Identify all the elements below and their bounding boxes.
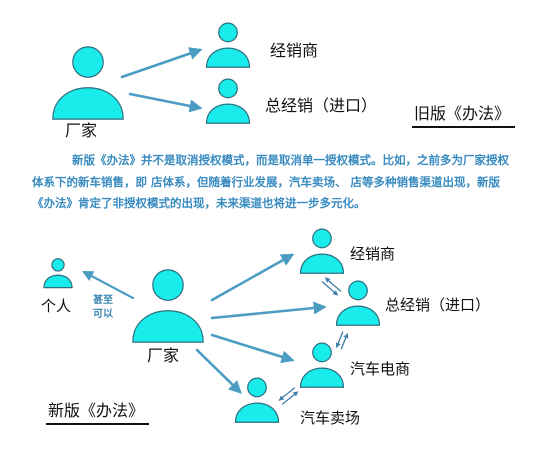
- new-individual-person-body: [43, 274, 73, 289]
- swap-ecommerce-automall-back: [281, 391, 299, 405]
- new-ecommerce-person-body: [299, 367, 345, 388]
- new-arrow-to-general-distributor: [210, 301, 327, 320]
- new-ecommerce-person: [299, 342, 345, 388]
- new-arrow-to-individual: [82, 270, 135, 300]
- old-channel-general-distributor-label: 总经销（进口）: [265, 96, 378, 115]
- new-individual-person: [43, 258, 73, 289]
- new-channel-ecommerce-label: 汽车电商: [350, 360, 411, 378]
- new-dealer-person: [299, 228, 345, 274]
- new-manufacturer-person: [132, 269, 204, 343]
- new-dealer-person-body: [299, 253, 345, 274]
- old-arrow-to-dealer: [120, 47, 203, 79]
- new-version-title: 新版《办法》: [48, 401, 145, 420]
- new-title-underline: [46, 423, 149, 425]
- new-individual-person-head: [51, 258, 65, 272]
- swap-general-ecommerce-forward: [335, 331, 344, 349]
- swap-general-ecommerce-back: [340, 332, 349, 350]
- new-manufacturer-person-body: [132, 310, 204, 343]
- old-channel-dealer-label: 经销商: [270, 41, 319, 60]
- old-dealer-person-body: [205, 47, 251, 68]
- individual-note: 甚至 可以: [88, 294, 118, 322]
- new-ecommerce-person-head: [312, 342, 332, 363]
- old-arrow-to-general-distributor: [128, 92, 203, 113]
- new-arrow-to-dealer: [210, 253, 295, 302]
- old-version-title: 旧版《办法》: [414, 104, 511, 123]
- new-manufacturer-person-head: [152, 269, 184, 301]
- new-dealer-person-head: [312, 228, 332, 249]
- new-individual-label: 个人: [41, 297, 72, 315]
- swap-dealer-general-forward: [321, 281, 339, 296]
- new-channel-dealer-label: 经销商: [350, 245, 396, 263]
- old-general-distributor-person: [205, 78, 251, 124]
- new-manufacturer-label: 厂家: [147, 346, 180, 365]
- new-channel-auto-mall-label: 汽车卖场: [300, 409, 361, 427]
- swap-ecommerce-automall-forward: [278, 387, 296, 401]
- description-paragraph: 新版《办法》并不是取消授权模式，而是取消单一授权模式。比如，之前多为厂家授权体系…: [32, 153, 509, 210]
- old-manufacturer-person-body: [52, 87, 124, 120]
- new-channel-general-distributor-label: 总经销（进口）: [385, 296, 491, 314]
- old-general-distributor-person-body: [205, 103, 251, 124]
- old-manufacturer-person-head: [72, 46, 104, 78]
- old-dealer-person: [205, 22, 251, 68]
- new-general-distributor-person-head: [348, 280, 368, 301]
- new-general-distributor-person-body: [335, 305, 381, 326]
- old-dealer-person-head: [218, 22, 238, 43]
- individual-note-line2: 可以: [93, 309, 113, 320]
- individual-note-line1: 甚至: [93, 295, 113, 306]
- new-general-distributor-person: [335, 280, 381, 326]
- old-manufacturer-person: [52, 46, 124, 120]
- new-arrow-to-ecommerce: [210, 333, 295, 364]
- new-auto-mall-person-head: [247, 377, 267, 398]
- old-general-distributor-person-head: [218, 78, 238, 99]
- new-arrow-to-auto-mall: [195, 348, 242, 394]
- old-manufacturer-label: 厂家: [65, 121, 98, 140]
- old-title-underline: [412, 126, 515, 128]
- swap-dealer-general-back: [324, 277, 342, 292]
- new-auto-mall-person-body: [234, 402, 280, 423]
- new-auto-mall-person: [234, 377, 280, 423]
